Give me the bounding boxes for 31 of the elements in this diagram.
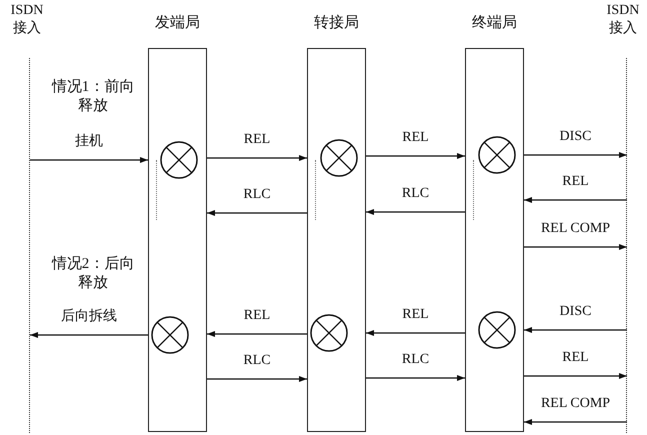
case-note: 情况1：前向释放 — [50, 78, 136, 116]
switch-symbol — [160, 141, 198, 179]
arrow — [207, 376, 307, 382]
edge-label: 挂机 — [74, 134, 104, 150]
arrow — [524, 152, 627, 158]
case-note: 情况2：后向释放 — [50, 255, 136, 293]
arrow — [366, 375, 465, 381]
arrow — [207, 210, 307, 216]
arrow — [207, 331, 307, 337]
arrow — [207, 155, 307, 161]
arrow — [30, 157, 148, 163]
arrow — [524, 244, 627, 250]
arrow — [366, 153, 465, 159]
exchange-heading: 终端局 — [471, 14, 518, 32]
switch-symbol — [478, 311, 516, 349]
exchange-heading: 转接局 — [313, 14, 360, 32]
arrow — [366, 209, 465, 215]
switch-symbol — [310, 314, 348, 352]
lifeline-label: ISDN 接入 — [606, 2, 640, 38]
arrow — [524, 197, 627, 203]
exchange-heading: 发端局 — [154, 14, 201, 32]
arrow — [30, 332, 148, 338]
edge-label: 后向拆线 — [60, 309, 118, 325]
switch-symbol — [151, 316, 189, 354]
arrow — [524, 373, 627, 379]
arrow — [366, 330, 465, 336]
switch-symbol — [320, 139, 358, 177]
switch-symbol — [478, 136, 516, 174]
arrow — [524, 327, 627, 333]
arrow — [524, 419, 627, 425]
lifeline-label: ISDN 接入 — [10, 2, 44, 38]
